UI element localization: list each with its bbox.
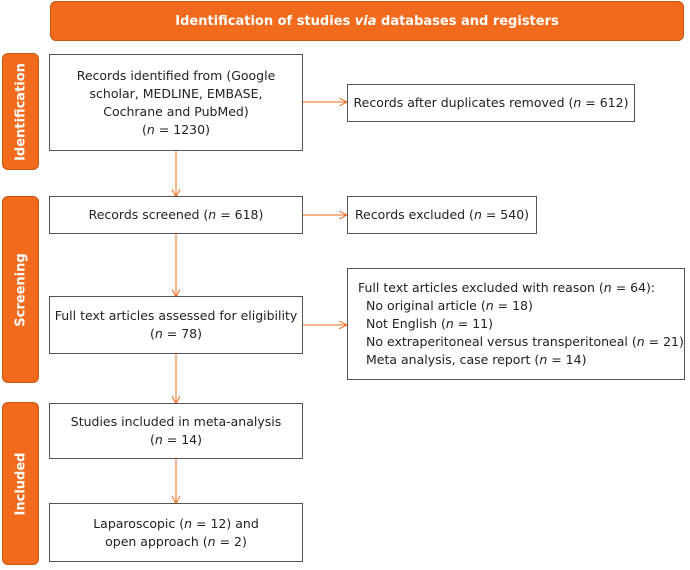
header-title: Identification of studies via databases … — [175, 13, 559, 29]
box-fulltext-excluded: Full text articles excluded with reason … — [347, 268, 685, 380]
stage-screening: Screening — [2, 196, 39, 383]
stage-included: Included — [2, 402, 39, 565]
box-records-excluded: Records excluded (n = 540) — [347, 196, 537, 234]
box-studies-included: Studies included in meta-analysis (n = 1… — [49, 403, 303, 459]
excluded-heading: Full text articles excluded with reason … — [358, 280, 656, 295]
header-banner: Identification of studies via databases … — [50, 1, 684, 41]
excluded-reason-item: Meta analysis, case report (n = 14) — [366, 352, 587, 367]
box-approach: Laparoscopic (n = 12) and open approach … — [49, 503, 303, 562]
excluded-reason-item: Not English (n = 11) — [366, 316, 493, 331]
box-records-screened: Records screened (n = 618) — [49, 196, 303, 234]
excluded-reason-item: No extraperitoneal versus transperitonea… — [366, 334, 684, 349]
box-duplicates-removed: Records after duplicates removed (n = 61… — [347, 84, 635, 122]
box-fulltext-assessed: Full text articles assessed for eligibil… — [49, 296, 303, 354]
box-records-identified: Records identified from (Google scholar,… — [49, 54, 303, 151]
excluded-reason-item: No original article (n = 18) — [366, 298, 533, 313]
stage-identification: Identification — [2, 53, 39, 170]
